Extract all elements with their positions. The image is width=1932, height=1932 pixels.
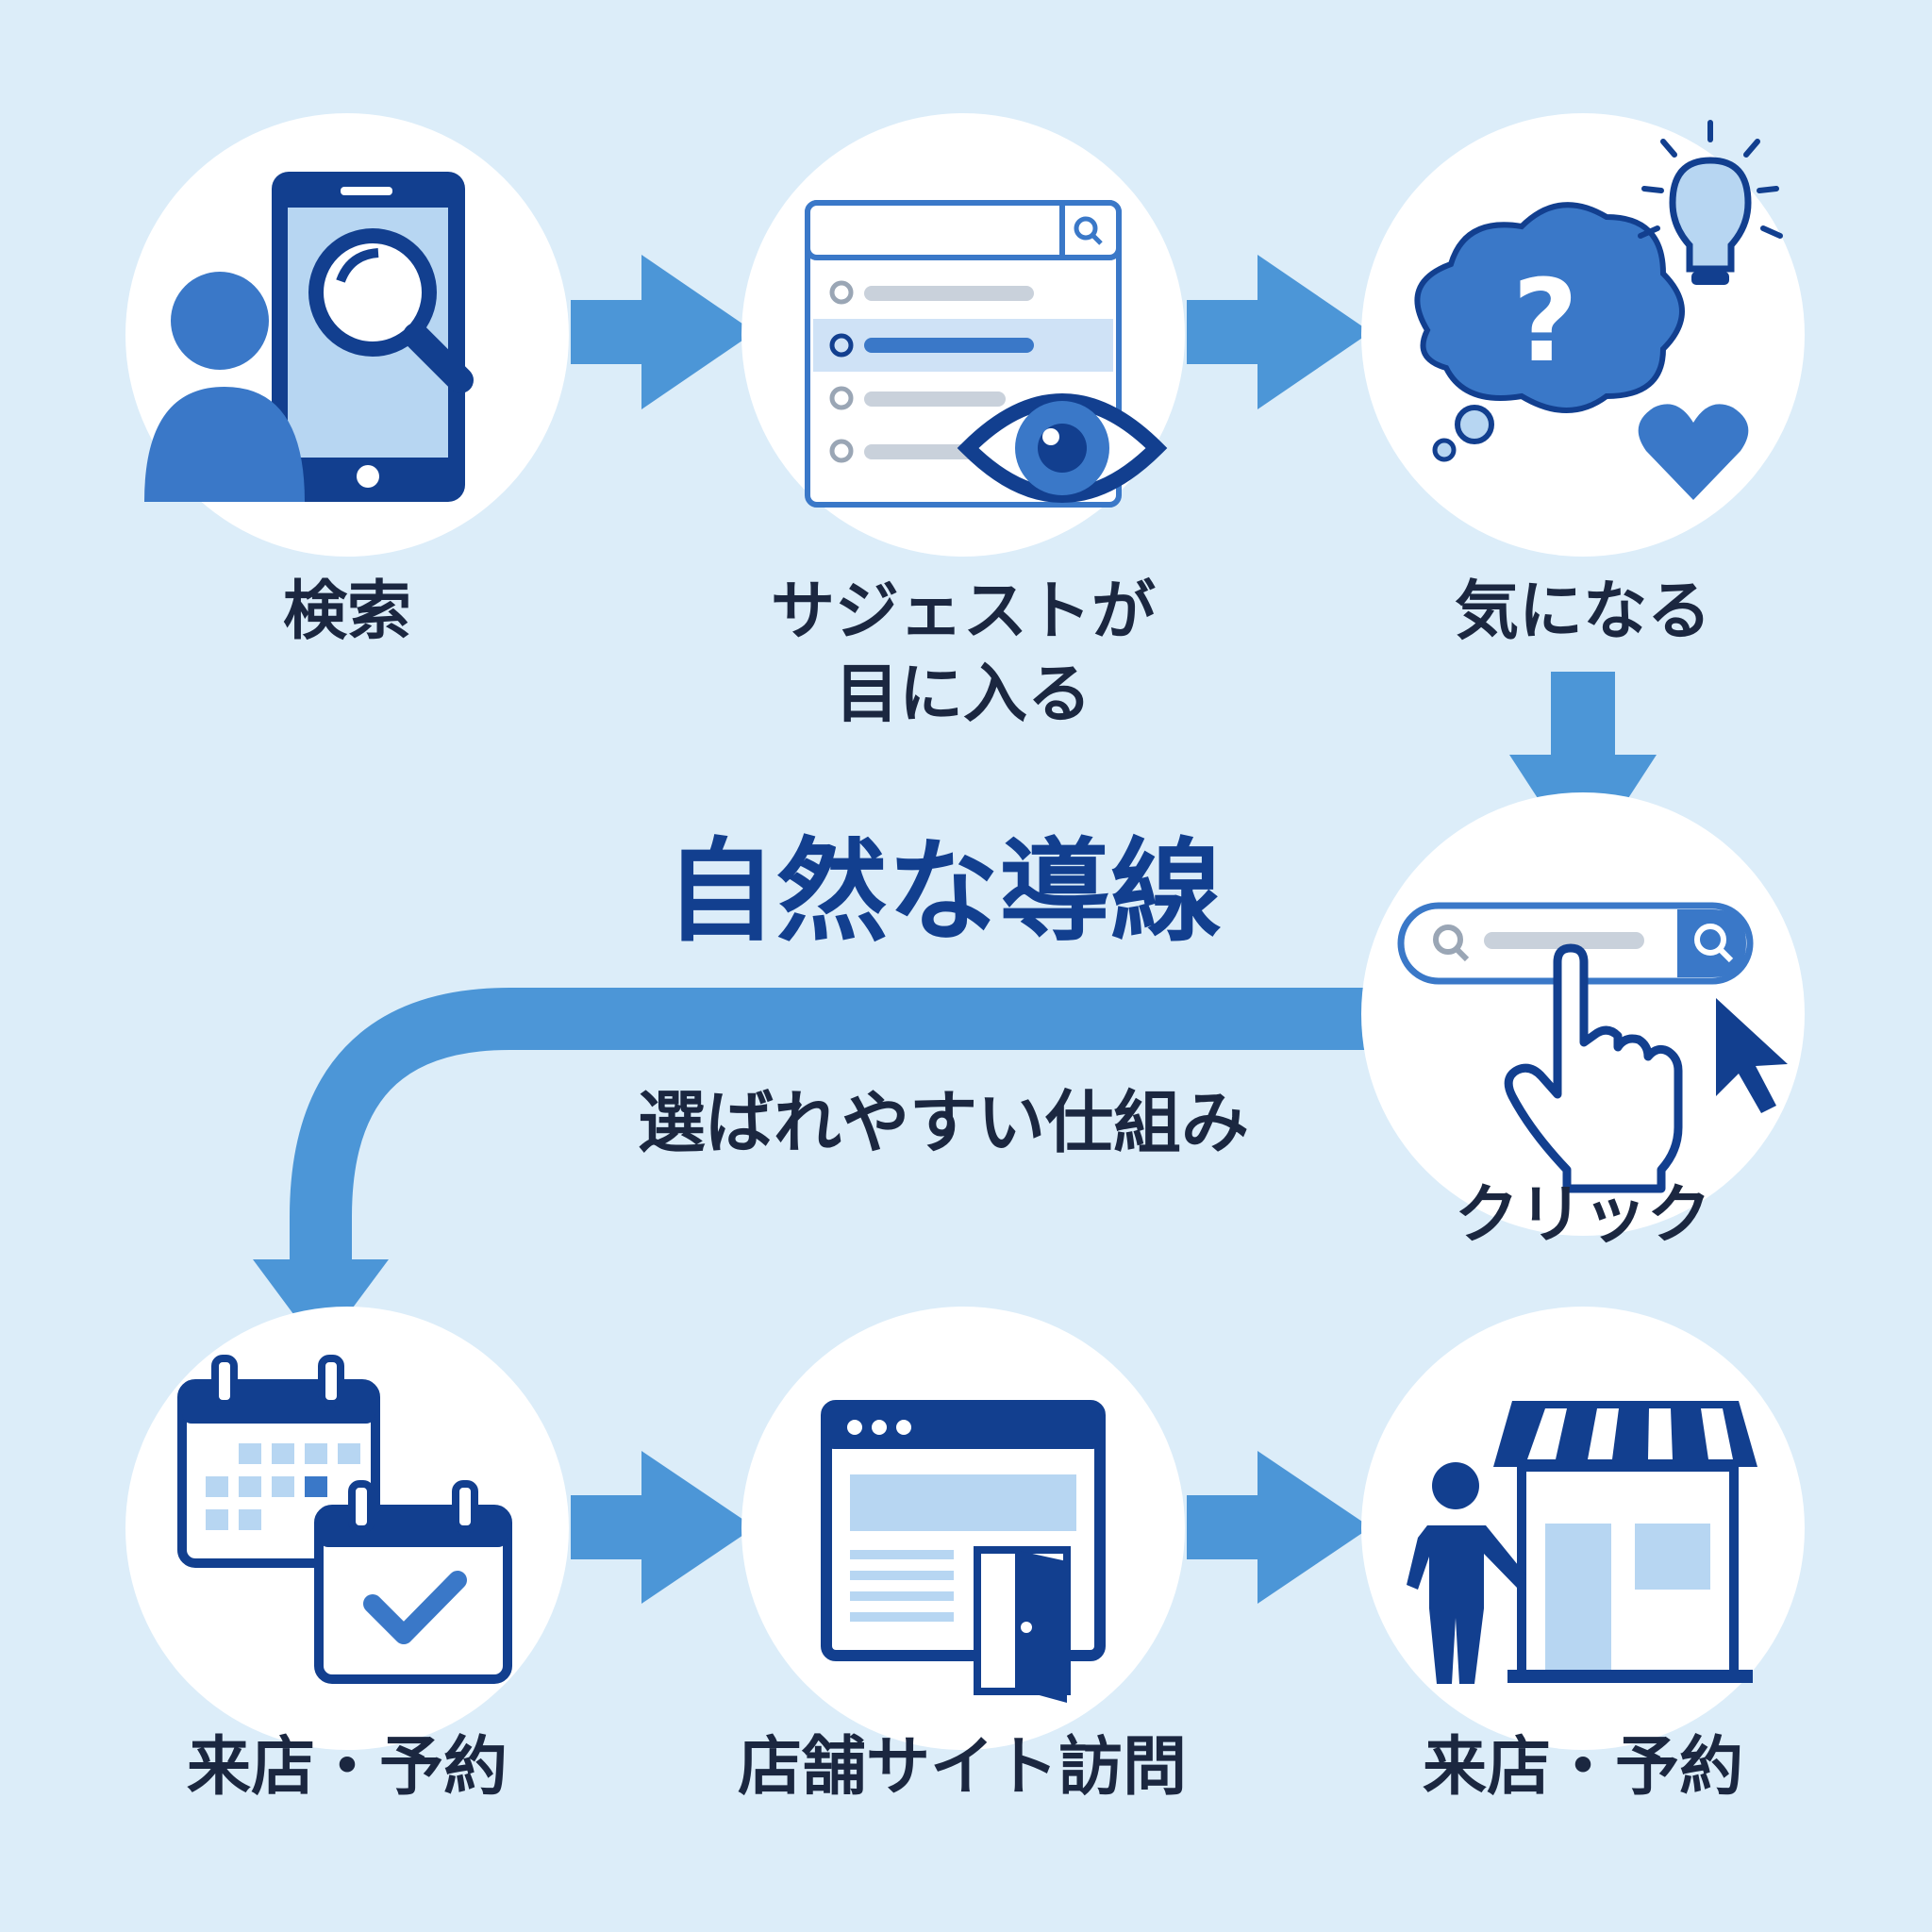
step-label-website: 店舗サイト訪問 [737,1730,1187,1805]
arrow-right-4 [1187,1451,1371,1604]
diagram-title: 自然な導線 [664,826,1222,957]
step-suggest-circle [741,113,1185,557]
step-label-reserve-1: 来店・予約 [186,1730,508,1805]
arrow-right-2 [1187,255,1371,409]
search-bar-click-icon [1397,902,1788,1193]
calendar-check-icon [177,1355,512,1684]
arrow-right-1 [571,255,755,409]
step-label-click: クリック [1454,1178,1711,1253]
person-phone-search-icon [144,172,474,502]
arrow-right-3 [571,1451,755,1604]
step-search-circle [125,113,569,557]
step-label-interest: 気になる [1454,575,1711,649]
step-calendar-circle [125,1307,569,1750]
step-interest-circle: ? [1361,113,1805,557]
website-door-icon [821,1400,1106,1703]
step-label-reserve-2: 来店・予約 [1422,1730,1743,1805]
diagram-subtitle: 選ばれやすい仕組み [637,1083,1249,1162]
step-click-circle [1361,792,1805,1236]
step-label-search: 検索 [282,575,411,649]
step-label-suggest: サジェストが 目に入る [770,575,1156,732]
step-store-circle [1361,1307,1805,1750]
suggest-list-eye-icon [805,200,1168,508]
person-storefront-icon [1407,1401,1757,1684]
step-website-circle [741,1307,1185,1750]
thought-question-bulb-heart-icon: ? [1414,120,1783,500]
arrow-curve [253,988,1368,1351]
svg-text:?: ? [1512,257,1578,388]
